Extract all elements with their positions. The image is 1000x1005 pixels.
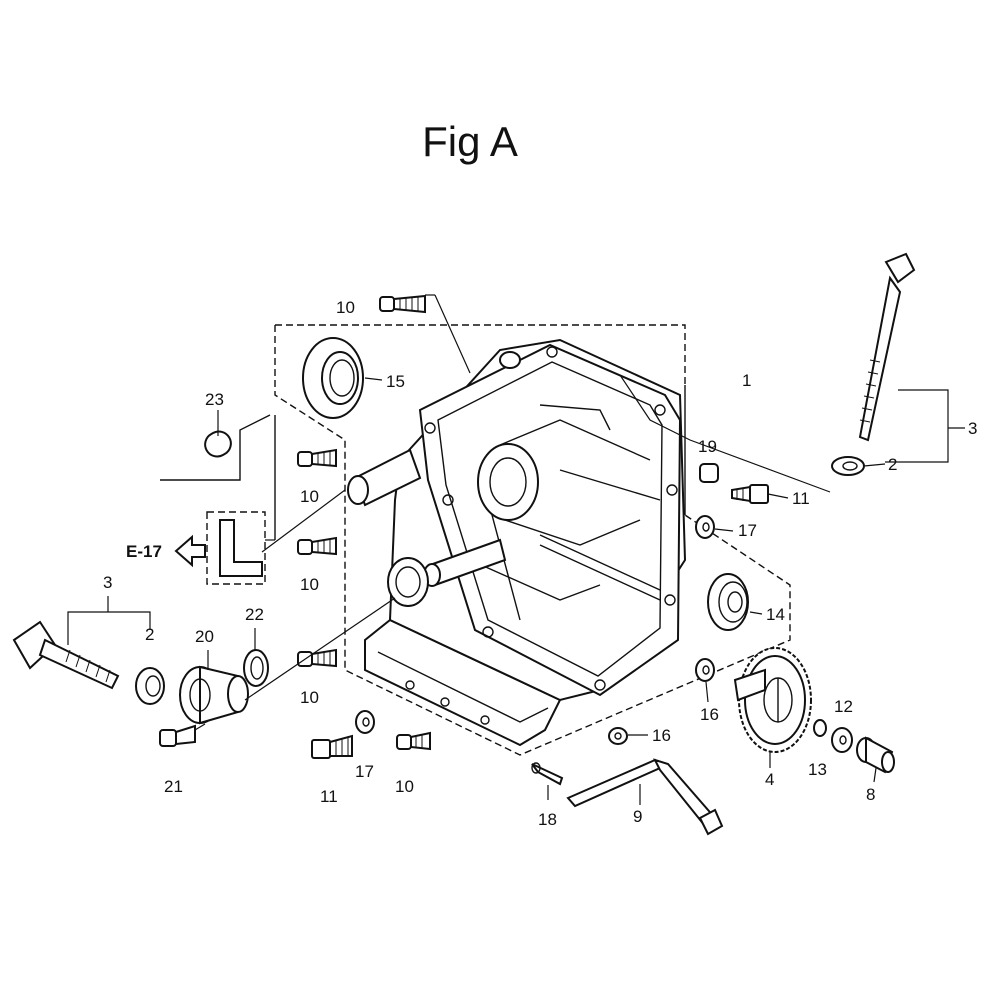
flange-bolt <box>396 731 431 751</box>
callout-2: 2 <box>145 625 154 644</box>
o-ring <box>135 667 165 705</box>
reference-arrow-icon <box>174 534 206 568</box>
callout-10: 10 <box>395 777 414 796</box>
callout-16: 16 <box>652 726 671 745</box>
breather-hose-group <box>206 415 346 585</box>
callout-10: 10 <box>300 688 319 707</box>
callout-10: 10 <box>336 298 355 317</box>
callout-16: 16 <box>700 705 719 724</box>
callout-17: 17 <box>355 762 374 781</box>
circlip <box>813 719 827 737</box>
callout-21: 21 <box>164 777 183 796</box>
callout-23: 23 <box>205 390 224 409</box>
callout-13: 13 <box>808 760 827 779</box>
callout-1: 1 <box>742 371 751 390</box>
oil-filler-neck <box>179 597 396 725</box>
oil-seal <box>302 337 383 419</box>
callout-3: 3 <box>968 419 977 438</box>
reference-label: E-17 <box>126 542 162 561</box>
leader-line <box>619 374 831 493</box>
governor-arm <box>566 758 724 836</box>
oil-level-gauge <box>858 252 965 463</box>
assembly-outline <box>274 324 791 756</box>
callout-10: 10 <box>300 575 319 594</box>
callout-20: 20 <box>195 627 214 646</box>
flange-bolt <box>297 648 337 668</box>
callout-2: 2 <box>888 455 897 474</box>
crankcase-cover <box>347 338 687 747</box>
oil-level-gauge <box>12 596 151 690</box>
case-bolt <box>311 734 353 759</box>
thrust-washer <box>695 658 715 703</box>
flange-bolt <box>379 294 471 374</box>
flange-bolt <box>297 448 337 468</box>
callout-22: 22 <box>245 605 264 624</box>
callout-10: 10 <box>300 487 319 506</box>
sealing-washer <box>355 710 375 734</box>
dowel-pin-small <box>699 463 719 483</box>
callout-9: 9 <box>633 807 642 826</box>
callout-12: 12 <box>834 697 853 716</box>
callout-14: 14 <box>766 605 785 624</box>
dowel-pin <box>160 410 271 481</box>
callout-11: 11 <box>320 787 338 806</box>
case-bolt <box>731 484 789 504</box>
callout-11: 11 <box>792 489 810 508</box>
governor-gear <box>733 647 812 768</box>
flange-bolt-small <box>159 723 206 747</box>
flange-hole <box>546 346 558 358</box>
callout-17: 17 <box>738 521 757 540</box>
callout-15: 15 <box>386 372 405 391</box>
callout-3: 3 <box>103 573 112 592</box>
governor-shaft <box>856 736 895 783</box>
figure-title: Fig A <box>422 118 518 165</box>
ball-bearing <box>707 573 763 631</box>
flange-bolt <box>297 536 337 556</box>
gasket <box>243 628 269 687</box>
cotter-pin <box>531 762 564 800</box>
callout-19: 19 <box>698 437 717 456</box>
sealing-washer <box>695 515 734 539</box>
callout-8: 8 <box>866 785 875 804</box>
callout-4: 4 <box>765 770 774 789</box>
o-ring <box>831 456 886 476</box>
callout-labels: 1 2 2 3 3 4 8 9 10 10 10 10 10 11 11 12 … <box>103 298 977 829</box>
thrust-washer <box>608 727 648 745</box>
callout-18: 18 <box>538 810 557 829</box>
washer <box>831 727 853 753</box>
